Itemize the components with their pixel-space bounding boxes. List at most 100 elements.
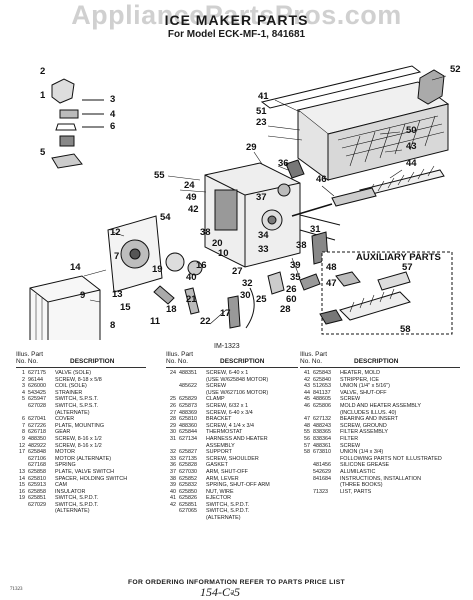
parts-row: 627168 SPRING [16,462,146,469]
ordering-footer: FOR ORDERING INFORMATION REFER TO PARTS … [127,579,346,586]
illus-number [300,469,310,476]
illus-number: 44 [304,389,310,396]
part-number: 482922 [28,442,46,449]
callout-46: 46 [316,174,327,185]
illus-number [300,456,310,463]
callout-49: 49 [186,192,197,203]
part-number [28,508,55,515]
callout-7: 7 [114,251,119,262]
part-description: SPACER, HOLDING SWITCH [55,475,128,482]
part-number: 488361 [313,442,331,449]
callout-5: 5 [40,147,46,158]
page-number: 2 [231,589,235,597]
callout-43: 43 [406,141,417,152]
callout-2: 2 [40,66,45,77]
part-number: 627226 [28,422,46,429]
callout-32: 32 [242,278,253,289]
part-description: UNION (1/4 x 3/4) [340,449,384,456]
part-description: HARNESS AND HEATER [206,435,268,442]
part-description: (THREE BOOKS) [340,482,383,489]
control-housing-drawing [204,162,341,268]
part-description: SPRING [55,462,76,469]
illus-number [166,390,176,397]
part-number: 627030 [179,468,197,475]
callout-24: 24 [184,180,195,191]
callout-52: 52 [450,64,461,75]
callout-13: 13 [112,289,123,300]
part-number: 625810 [28,475,46,482]
callout-1: 1 [40,90,46,101]
page-title: ICE MAKER PARTS [164,12,309,28]
part-number: 627168 [28,462,46,469]
illus-number: 29 [170,422,176,429]
callout-9: 9 [80,290,85,301]
part-number [313,410,340,417]
part-number: 625832 [179,482,197,489]
illus-number [16,456,25,463]
callout-54: 54 [160,212,171,223]
part-number: 488360 [179,422,197,429]
part-description: ARM, LEVER [206,475,239,482]
callout-4: 4 [110,109,116,120]
illus-number: 7 [22,422,25,429]
part-description: SWITCH, S.P.D.T. [206,501,250,508]
part-description: SWITCH, S.P.S.T. [55,396,99,403]
parts-row: (ALTERNATE) [16,410,146,417]
part-description: SCREW, GROUND [340,422,387,429]
callout-23: 23 [256,117,267,128]
part-number: 626718 [28,429,46,436]
part-number: 488605 [313,396,331,403]
callout-35: 35 [290,272,301,283]
parts-row: (THREE BOOKS) [300,482,460,489]
part-number: 627028 [28,402,46,409]
part-number: 626000 [28,383,46,390]
callout-51: 51 [256,106,267,117]
part-description: SCREW, 6-40 x 1 [206,370,249,376]
part-description: CAM [55,482,67,489]
illus-number: 14 [19,475,25,482]
part-number: 625858 [28,468,46,475]
part-number: 625858 [28,488,46,495]
illus-number: 3 [22,383,25,390]
callout-18: 18 [166,304,177,315]
part-number: 625873 [179,402,197,409]
part-description: BRACKET [206,416,232,423]
parts-row: (USE W/627106 MOTOR) [166,390,298,397]
illus-number [300,482,310,489]
callout-27: 27 [232,266,243,277]
part-description: COVER [55,416,75,423]
part-description: VALVE, SHUT-OFF [340,389,387,396]
callout-20: 20 [212,238,223,249]
part-number: 627106 [28,455,46,462]
part-number: 627135 [179,455,197,462]
illus-number: 12 [19,442,25,449]
part-number [179,443,206,450]
callout-50: 50 [406,125,417,136]
part-number: 543425 [28,389,46,396]
callout-21: 21 [186,294,197,305]
part-number: 488243 [313,422,331,429]
callout-58: 58 [400,324,411,335]
water-valve-drawing [51,78,104,169]
callout-42: 42 [188,204,199,215]
part-number: 625843 [313,370,331,376]
illus-number: 24 [170,370,176,376]
